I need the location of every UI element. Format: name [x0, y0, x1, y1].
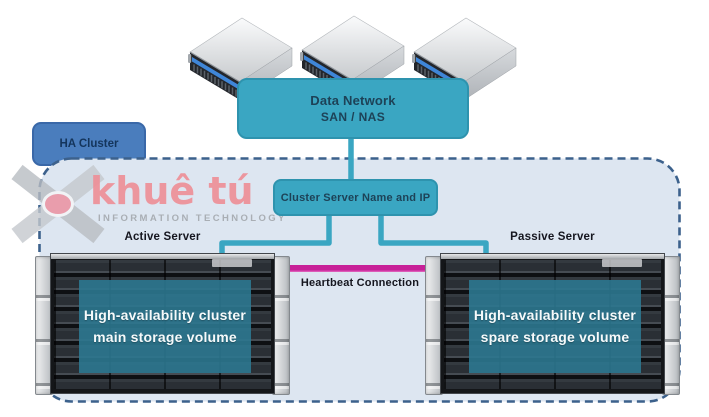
overlay-line: High-availability cluster	[473, 306, 637, 323]
ha-cluster-tab-label: HA Cluster	[59, 138, 119, 150]
model-badge	[602, 259, 642, 267]
cluster-to-passive-line	[378, 211, 489, 257]
data-network-box: Data Network SAN / NAS	[237, 78, 469, 139]
heartbeat-link	[286, 265, 434, 272]
overlay-line: spare storage volume	[480, 328, 630, 345]
cluster-server-box: Cluster Server Name and IP	[273, 179, 438, 216]
cluster-server-box-label: Cluster Server Name and IP	[280, 191, 431, 204]
khue-tu-logo-icon	[11, 164, 105, 244]
model-badge	[212, 259, 252, 267]
active-volume-overlay: High-availability cluster main storage v…	[79, 280, 251, 373]
passive-volume-overlay: High-availability cluster spare storage …	[469, 280, 641, 373]
passive-server-image: High-availability cluster spare storage …	[425, 253, 680, 396]
overlay-line: main storage volume	[93, 328, 237, 345]
data-network-subtitle: SAN / NAS	[320, 110, 386, 124]
chassis-rim	[51, 254, 274, 259]
chassis-rim	[441, 254, 664, 259]
active-server-image: High-availability cluster main storage v…	[35, 253, 290, 396]
server-chassis: High-availability cluster spare storage …	[440, 253, 665, 394]
watermark-brand: khuê tú	[90, 169, 254, 213]
server-chassis: High-availability cluster main storage v…	[50, 253, 275, 394]
passive-server-label: Passive Server	[510, 231, 595, 243]
heartbeat-label: Heartbeat Connection	[300, 277, 420, 289]
overlay-line: High-availability cluster	[83, 306, 247, 323]
watermark-tagline: INFORMATION TECHNOLOGY	[98, 213, 287, 224]
cluster-to-active-line	[219, 211, 332, 257]
data-network-title: Data Network	[310, 93, 396, 108]
active-server-label: Active Server	[124, 231, 201, 243]
